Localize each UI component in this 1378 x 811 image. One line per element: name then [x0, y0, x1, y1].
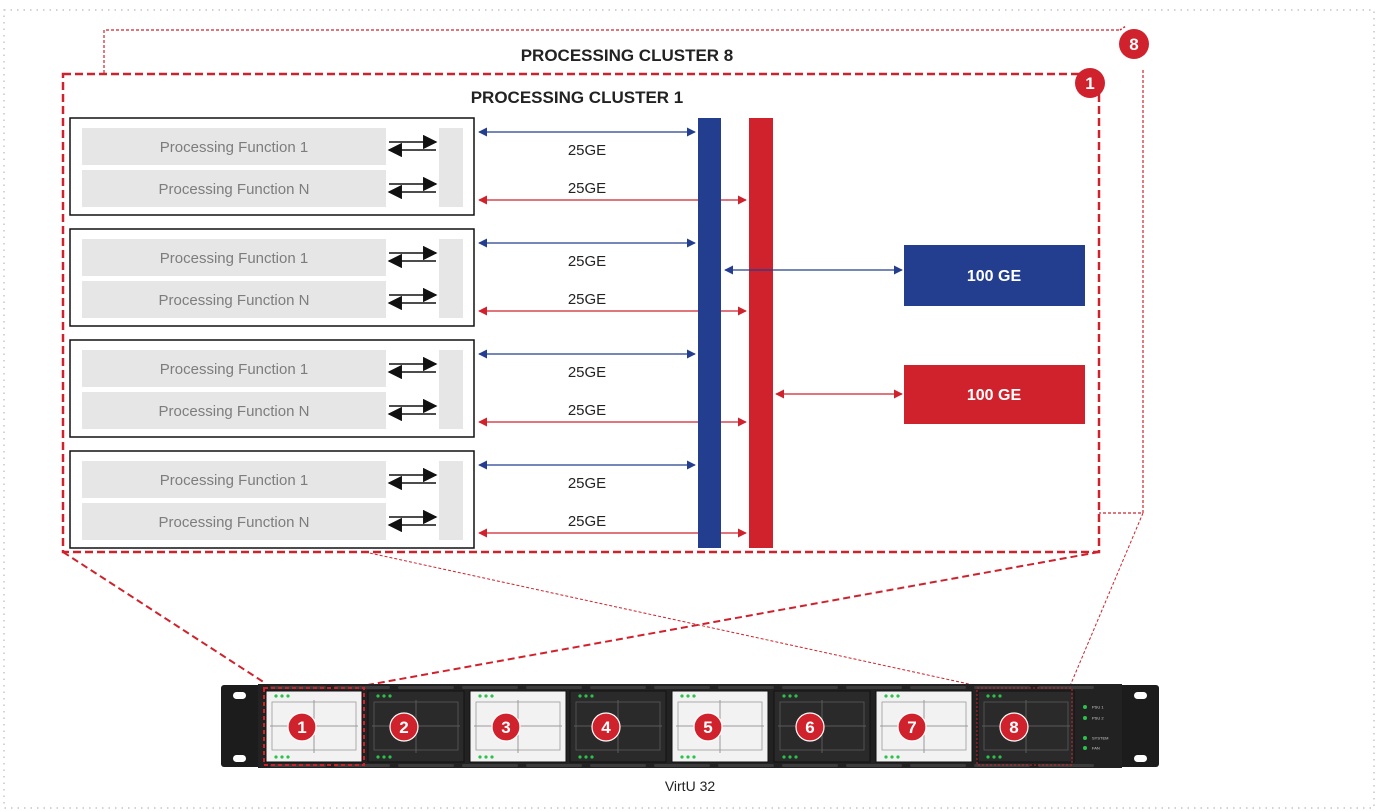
group-nic — [439, 350, 463, 429]
device-slot: 5 — [671, 690, 769, 763]
device-caption: VirtU 32 — [665, 778, 716, 794]
slot-number: 1 — [297, 718, 306, 737]
group-nic — [439, 128, 463, 207]
function-box — [82, 128, 386, 165]
rack-ear-left — [221, 685, 261, 767]
device-slot: 6 — [773, 690, 871, 763]
rack-ear-right — [1119, 685, 1159, 767]
cluster-1-title: PROCESSING CLUSTER 1 — [471, 88, 684, 107]
status-label: SYSTEM — [1092, 736, 1108, 741]
cluster-1-frame — [61, 72, 1101, 554]
svg-text:8: 8 — [1129, 35, 1138, 54]
slot-number: 5 — [703, 718, 712, 737]
function-label: Processing Function 1 — [160, 139, 308, 156]
slot-number-badge — [389, 712, 419, 742]
slot-number-badge — [795, 712, 825, 742]
group-nic — [439, 461, 463, 540]
slot-number-badge — [591, 712, 621, 742]
function-box — [82, 281, 386, 318]
status-led — [1083, 736, 1087, 740]
red-link-label: 25GE — [568, 513, 606, 530]
function-box — [82, 503, 386, 540]
device-slot: 2 — [367, 690, 465, 763]
slot-number-badge — [287, 712, 317, 742]
red-link-label: 25GE — [568, 291, 606, 308]
slot-8-highlight — [976, 687, 1073, 766]
svg-text:1: 1 — [1085, 74, 1094, 93]
processing-group: Processing Function 1 Processing Function… — [69, 339, 747, 438]
red-switch-bar — [749, 118, 773, 548]
zoom-line-left — [62, 551, 266, 684]
processing-group: Processing Function 1 Processing Function… — [69, 450, 747, 549]
page-border — [3, 9, 1375, 809]
function-label: Processing Function N — [159, 403, 310, 420]
group-nic — [439, 239, 463, 318]
device-slot: 4 — [569, 690, 667, 763]
cluster-1-badge: 1 — [1075, 68, 1105, 98]
slot-1-highlight — [263, 687, 365, 766]
zoom-line-cluster8-right — [1069, 512, 1144, 687]
function-box — [82, 392, 386, 429]
slot-number-badge — [491, 712, 521, 742]
device-slot: 7 — [875, 690, 973, 763]
function-label: Processing Function 1 — [160, 361, 308, 378]
function-box — [82, 239, 386, 276]
blue-link-label: 25GE — [568, 253, 606, 270]
function-label: Processing Function N — [159, 181, 310, 198]
blue-link-label: 25GE — [568, 364, 606, 381]
status-panel: PSU 1 PSU 2 SYSTEM FAN — [1083, 705, 1108, 751]
red-link-label: 25GE — [568, 180, 606, 197]
slot-number-badge — [999, 712, 1029, 742]
cluster-8-badge-connector — [1119, 25, 1127, 31]
blue-switch-bar — [698, 118, 721, 548]
svg-text:100 GE: 100 GE — [967, 387, 1022, 404]
device-slot: 8 — [977, 690, 1075, 763]
slot-number: 4 — [601, 718, 611, 737]
status-led — [1083, 705, 1087, 709]
processing-groups: Processing Function 1 Processing Function… — [69, 117, 747, 549]
function-box — [82, 170, 386, 207]
function-box — [82, 350, 386, 387]
svg-text:100 GE: 100 GE — [967, 268, 1022, 285]
function-box — [82, 461, 386, 498]
processing-group: Processing Function 1 Processing Function… — [69, 117, 747, 216]
blue-link-label: 25GE — [568, 475, 606, 492]
status-led — [1083, 716, 1087, 720]
status-label: PSU 1 — [1092, 705, 1104, 710]
zoom-line-cluster8-left — [364, 551, 979, 687]
cluster-8-badge: 8 — [1119, 29, 1149, 59]
blue-link-label: 25GE — [568, 142, 606, 159]
slot-number: 6 — [805, 718, 814, 737]
slot-number: 2 — [399, 718, 408, 737]
status-label: FAN — [1092, 746, 1100, 751]
status-led — [1083, 746, 1087, 750]
zoom-line-right — [361, 551, 1100, 687]
function-label: Processing Function N — [159, 514, 310, 531]
function-label: Processing Function 1 — [160, 472, 308, 489]
slot-number-badge — [897, 712, 927, 742]
red-100ge-port: 100 GE — [904, 365, 1085, 424]
device-slot: 3 — [469, 690, 567, 763]
status-label: PSU 2 — [1092, 716, 1104, 721]
device-slot: 1 — [265, 690, 363, 763]
blue-100ge-port: 100 GE — [904, 245, 1085, 306]
slot-number: 8 — [1009, 718, 1018, 737]
function-label: Processing Function N — [159, 292, 310, 309]
slot-number: 7 — [907, 718, 916, 737]
slot-number-badge — [693, 712, 723, 742]
rack-device: 1 2 3 4 5 6 7 8 PSU 1 PSU 2 SYSTEM FAN — [221, 684, 1159, 768]
red-link-label: 25GE — [568, 402, 606, 419]
slot-number: 3 — [501, 718, 510, 737]
cluster-8-title: PROCESSING CLUSTER 8 — [521, 46, 734, 65]
function-label: Processing Function 1 — [160, 250, 308, 267]
processing-group: Processing Function 1 Processing Function… — [69, 228, 747, 327]
